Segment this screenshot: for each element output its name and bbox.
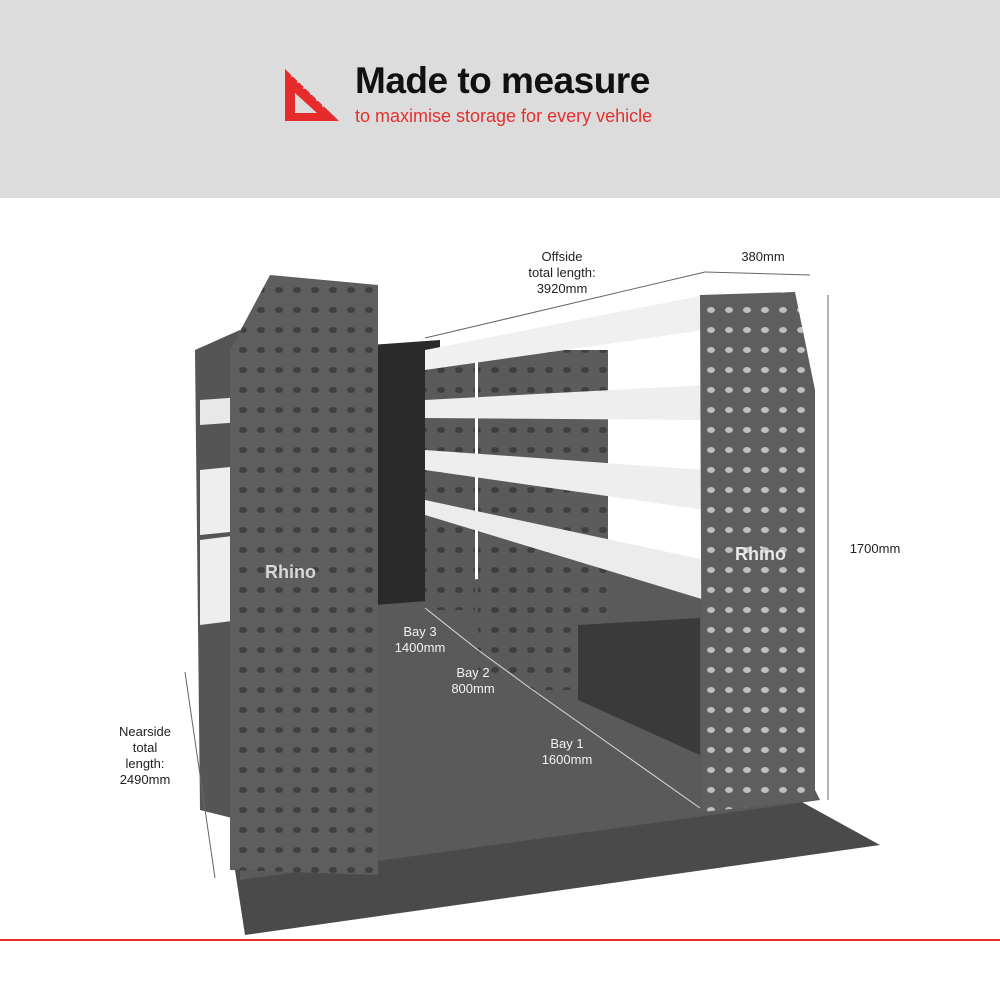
bay-name: Bay 3 — [403, 624, 437, 639]
bay-2-label: Bay 2 800mm — [433, 665, 513, 697]
page-subtitle: to maximise storage for every vehicle — [355, 106, 653, 126]
height-label: 1700mm — [849, 541, 901, 556]
bay-name: Bay 2 — [456, 665, 490, 680]
bay-length: 1600mm — [541, 752, 593, 767]
nearside-length-label: Nearside total length: 2490mm — [105, 724, 185, 788]
label-line: 2490mm — [119, 772, 171, 787]
bay-3-label: Bay 3 1400mm — [380, 624, 460, 656]
label-line: total — [132, 740, 158, 755]
label-line: 3920mm — [536, 281, 588, 296]
label-line: total length: — [528, 265, 596, 280]
bay-1-label: Bay 1 1600mm — [527, 736, 607, 768]
bay-length: 800mm — [451, 681, 495, 696]
set-square-ruler-icon — [285, 69, 339, 121]
label-line: Nearside — [118, 724, 172, 739]
label-line: Offside — [541, 249, 583, 264]
depth-label: 380mm — [741, 249, 785, 264]
offside-length-label: Offside total length: 3920mm — [512, 249, 612, 297]
header-banner: Made to measure to maximise storage for … — [0, 0, 1000, 198]
footer-divider — [0, 939, 1000, 941]
svg-text:Rhino: Rhino — [265, 562, 316, 582]
label-line: length: — [125, 756, 165, 771]
page-title: Made to measure — [355, 60, 650, 101]
bay-name: Bay 1 — [550, 736, 584, 751]
racking-render: Rhino Rhino — [184, 271, 880, 935]
bay-length: 1400mm — [394, 640, 446, 655]
svg-text:Rhino: Rhino — [735, 544, 786, 564]
van-racking-illustration: Rhino Rhino — [0, 198, 1000, 940]
